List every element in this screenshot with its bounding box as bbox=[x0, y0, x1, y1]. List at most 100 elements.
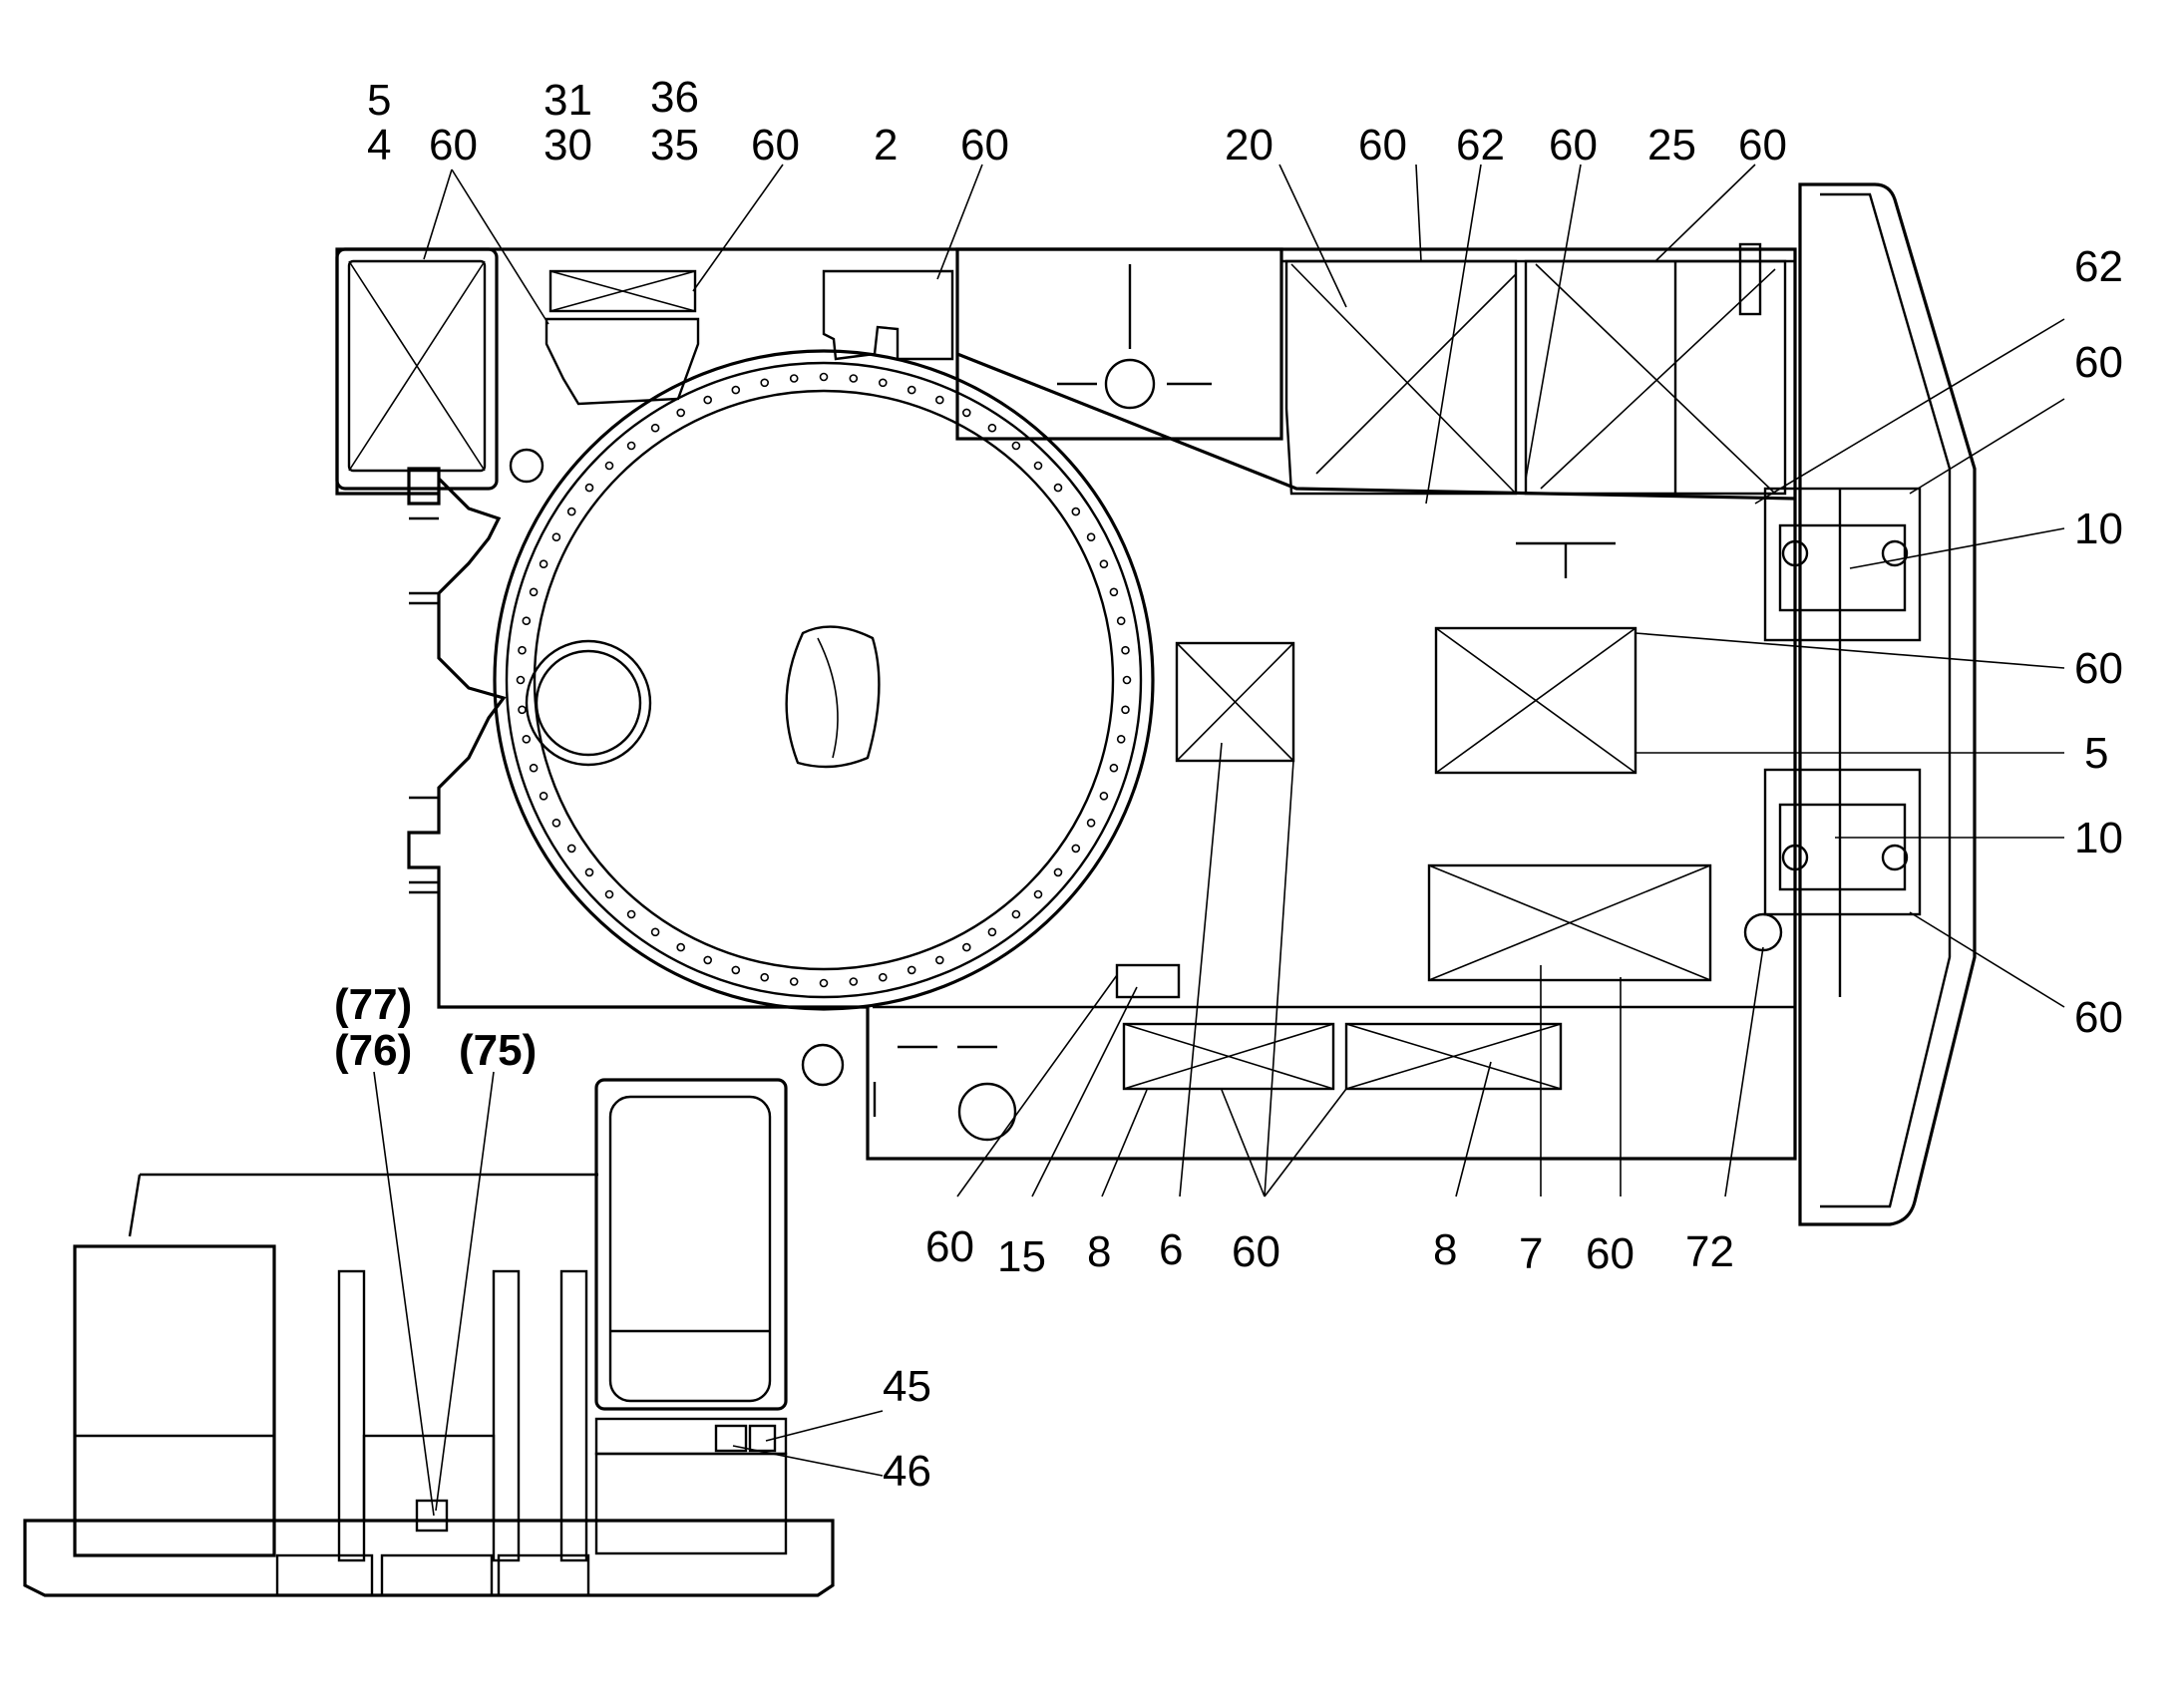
callout-60b: 60 bbox=[751, 121, 800, 170]
plate-35-diag-b bbox=[549, 270, 696, 312]
callout-15: 15 bbox=[997, 1232, 1046, 1281]
plate-8b-diag-b bbox=[1345, 1023, 1562, 1090]
ring-bolt-hole bbox=[961, 942, 971, 952]
ring-bolt-hole bbox=[522, 616, 532, 626]
tank-block bbox=[955, 247, 1283, 441]
ring-bolt-hole bbox=[584, 483, 594, 493]
counterweight bbox=[1798, 182, 1977, 1226]
callout-30: 30 bbox=[544, 121, 592, 170]
ring-bolt-hole bbox=[849, 977, 859, 986]
callout-5b: 5 bbox=[2084, 729, 2108, 778]
plug-72 bbox=[1743, 912, 1783, 952]
ring-bolt-hole bbox=[760, 378, 770, 388]
ring-bolt-hole bbox=[1086, 818, 1096, 828]
callout-8a: 8 bbox=[1087, 1227, 1111, 1276]
ring-bolt-hole bbox=[1086, 532, 1096, 542]
ring-bolt-hole bbox=[529, 587, 539, 597]
battery-top-term-b bbox=[1881, 539, 1909, 567]
ring-bolt-hole bbox=[1122, 675, 1132, 685]
plate-5-diag-b bbox=[1435, 627, 1636, 774]
slewing-ring-outer bbox=[493, 349, 1155, 1011]
callout-7: 7 bbox=[1519, 1229, 1543, 1278]
ring-bolt-hole bbox=[1116, 734, 1126, 744]
ring-bolt-hole bbox=[626, 441, 636, 451]
callout-60h: 60 bbox=[2074, 644, 2123, 693]
upper-frame-slope bbox=[956, 352, 1796, 501]
lift-eye bbox=[509, 448, 545, 484]
left-port-inner bbox=[535, 649, 642, 757]
center-opening-arc bbox=[817, 637, 839, 759]
counterweight-inner bbox=[1820, 192, 1952, 1208]
battery-bottom-term-b bbox=[1881, 844, 1909, 871]
battery-box-bottom bbox=[1763, 768, 1922, 916]
side-view-base bbox=[23, 1519, 835, 1597]
callout-35: 35 bbox=[650, 121, 699, 170]
ring-bolt-hole bbox=[650, 927, 660, 937]
callout-77: (77) bbox=[334, 980, 412, 1029]
ring-bolt-hole bbox=[529, 763, 539, 773]
switch-45 bbox=[748, 1424, 777, 1453]
callout-60e: 60 bbox=[1549, 121, 1598, 170]
drum-body bbox=[362, 1434, 496, 1523]
base-foot-b bbox=[380, 1553, 494, 1597]
ring-bolt-hole bbox=[934, 395, 944, 405]
ring-bolt-hole bbox=[584, 867, 594, 877]
ring-bolt-hole bbox=[604, 889, 614, 899]
plate-7-diag-b bbox=[1428, 864, 1711, 981]
callout-76: (76) bbox=[334, 1026, 412, 1075]
ring-bolt-hole bbox=[518, 645, 527, 655]
callout-60j: 60 bbox=[925, 1222, 974, 1271]
base-foot-c bbox=[497, 1553, 590, 1597]
battery-top-term-a bbox=[1781, 539, 1809, 567]
callout-36: 36 bbox=[650, 73, 699, 122]
panel-25-diag-b bbox=[1540, 268, 1776, 490]
side-view-hook bbox=[128, 1174, 142, 1237]
ring-bolt-hole bbox=[1033, 461, 1043, 471]
drum-frame-c bbox=[559, 1269, 588, 1562]
ring-bolt-hole bbox=[760, 972, 770, 982]
tank-port bbox=[1104, 358, 1156, 410]
ring-bolt-hole bbox=[1071, 844, 1081, 854]
ring-bolt-hole bbox=[907, 385, 916, 395]
ring-bolt-hole bbox=[1116, 616, 1126, 626]
drum-frame-a bbox=[337, 1269, 366, 1562]
ring-bolt-hole bbox=[961, 408, 971, 418]
panel-25-bracket bbox=[1738, 242, 1762, 316]
ring-bolt-hole bbox=[1053, 867, 1063, 877]
panel-25-diag-a bbox=[1535, 263, 1776, 495]
ring-bolt-hole bbox=[626, 909, 636, 919]
ring-bolt-hole bbox=[1053, 483, 1063, 493]
plate-8b bbox=[1344, 1022, 1563, 1091]
ring-bolt-hole bbox=[676, 408, 686, 418]
side-view bbox=[23, 1078, 835, 1597]
ring-bolt-hole bbox=[650, 423, 660, 433]
ring-bolt-hole bbox=[1099, 791, 1109, 801]
ring-bolt-hole bbox=[907, 965, 916, 975]
base-foot-a bbox=[275, 1553, 374, 1597]
leader-lines bbox=[373, 164, 2065, 1517]
panel-4-diag-b bbox=[348, 260, 486, 472]
left-rail-bottom bbox=[409, 796, 439, 894]
access-plate-6 bbox=[1175, 641, 1295, 763]
ring-bolts bbox=[516, 372, 1132, 988]
cab bbox=[594, 1078, 788, 1411]
battery-top bbox=[1778, 523, 1907, 612]
ring-bolt-hole bbox=[566, 507, 576, 516]
ring-bolt-hole bbox=[551, 532, 561, 542]
callout-20: 20 bbox=[1225, 121, 1273, 170]
plate-6-diag-b bbox=[1176, 642, 1294, 762]
ring-bolt-hole bbox=[676, 942, 686, 952]
callout-31: 31 bbox=[544, 76, 592, 125]
engine-block bbox=[73, 1244, 276, 1557]
ring-bolt-hole bbox=[539, 559, 548, 569]
callout-75: (75) bbox=[459, 1026, 537, 1075]
ring-bolt-hole bbox=[1071, 507, 1081, 516]
center-opening bbox=[785, 625, 881, 769]
battery-box-top bbox=[1763, 487, 1922, 642]
callout-8b: 8 bbox=[1433, 1225, 1457, 1274]
panel-20-diag-a bbox=[1290, 263, 1517, 495]
callout-60a: 60 bbox=[429, 121, 478, 170]
ring-bolt-hole bbox=[1011, 441, 1021, 451]
callout-60c: 60 bbox=[960, 121, 1009, 170]
